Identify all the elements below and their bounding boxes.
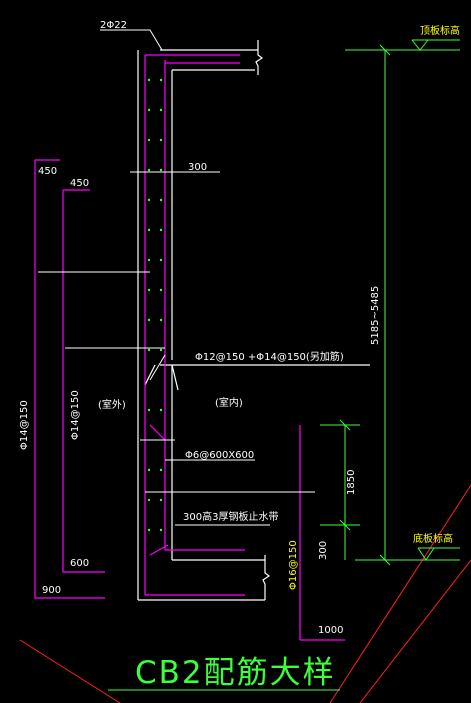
label-dim-450-a: 450 [38,166,57,177]
label-dim-1000: 1000 [318,625,343,636]
label-bottom-bars: Φ16@150 [288,540,299,590]
label-dim-900: 900 [42,585,61,596]
wall-rebar [34,54,345,641]
rebar-dots [147,78,163,532]
label-left-vert-a: Φ14@150 [19,400,30,450]
leader-lines [38,29,315,526]
wall-outline [137,40,370,601]
drawing-title: CB2配筋大样 [135,655,336,691]
label-horiz-bars: Φ12@150 +Φ14@150(另加筋) [195,350,344,363]
label-dim-300-top: 300 [188,162,207,173]
label-tie-bars: Φ6@600X600 [185,450,254,461]
label-dim-450-b: 450 [70,178,89,189]
label-waterstop: 300高3厚钢板止水带 [183,510,278,523]
label-left-vert-b: Φ14@150 [70,390,81,440]
label-outside: (室外) [98,398,126,411]
label-dim-1850: 1850 [346,470,357,495]
label-dim-600: 600 [70,558,89,569]
label-dim-300-bottom: 300 [318,541,329,560]
ground-lines [19,484,471,703]
label-height-range: 5185~5485 [370,286,381,345]
label-bottom-slab-elev: 底板标高 [413,532,453,545]
elevation-dimensions [320,39,460,566]
label-top-bars: 2Φ22 [100,20,127,31]
label-inside: (室内) [215,396,243,409]
label-top-slab-elev: 顶板标高 [420,24,460,37]
